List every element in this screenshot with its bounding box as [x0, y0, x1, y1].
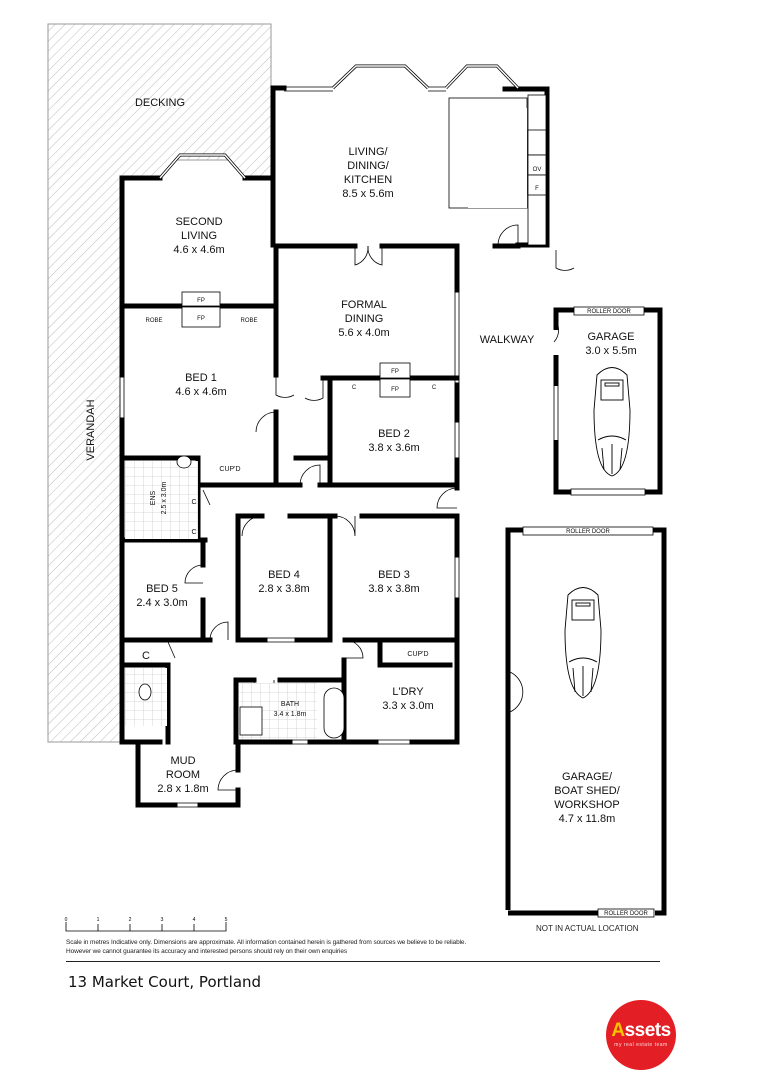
- logo-tagline: my real estate team: [614, 1042, 668, 1048]
- bathtub-icon: [323, 687, 345, 739]
- car-icon-2: [564, 587, 602, 699]
- workshop-window-2: [505, 785, 511, 822]
- roller-door-label-2: ROLLER DOOR: [566, 529, 610, 535]
- garage-bottom-opening: [570, 488, 646, 496]
- garage-label: GARAGE: [587, 331, 634, 343]
- bed2-size: 3.8 x 3.6m: [368, 442, 419, 454]
- formal-dining-size: 5.6 x 4.0m: [338, 327, 389, 339]
- fp-label-1: FP: [197, 298, 205, 304]
- scale-tick-0: 0: [65, 917, 68, 923]
- garage-window: [553, 386, 559, 440]
- roller-door-garage-top: [573, 306, 645, 316]
- workshop-size: 4.7 x 11.8m: [559, 813, 616, 825]
- workshop-label-3: WORKSHOP: [554, 799, 619, 811]
- verandah-label: VERANDAH: [85, 399, 97, 460]
- bath-label: BATH: [281, 701, 299, 708]
- bed4-size: 2.8 x 3.8m: [258, 583, 309, 595]
- fp-label-2: FP: [197, 316, 205, 322]
- mud-room-label-1: MUD: [170, 755, 195, 767]
- disclaimer-text: Scale in metres Indicative only. Dimensi…: [66, 939, 467, 955]
- assets-logo: Assets my real estate team: [606, 1000, 676, 1070]
- scale-tick-4: 4: [193, 917, 196, 923]
- ensuite-tiles: [125, 461, 198, 539]
- fridge-label: F: [535, 186, 539, 192]
- logo-word-rest: ssets: [624, 1020, 672, 1041]
- not-in-actual-location-note: NOT IN ACTUAL LOCATION: [536, 924, 639, 933]
- ens-size: 2.5 x 3.0m: [161, 481, 168, 514]
- second-living-label-2: LIVING: [181, 230, 217, 242]
- cupboard-label-hall: CUP'D: [219, 466, 240, 473]
- living-size: 8.5 x 5.6m: [342, 188, 393, 200]
- bed5-label: BED 5: [146, 583, 178, 595]
- formal-dining-label-1: FORMAL: [341, 299, 387, 311]
- car-icon: [593, 367, 631, 477]
- roller-door-label-1: ROLLER DOOR: [587, 309, 631, 315]
- divider: [66, 961, 660, 962]
- oven-label: OV: [533, 167, 542, 173]
- cupboard-label-wc: C: [142, 650, 150, 662]
- logo-letter-a: A: [611, 1020, 625, 1041]
- cupboard-label-bed2a: C: [352, 385, 357, 391]
- workshop-label-1: GARAGE/: [562, 771, 613, 783]
- robe-label-2: ROBE: [240, 318, 257, 324]
- bed1-size: 4.6 x 4.6m: [175, 386, 226, 398]
- toilet-icon-2: [138, 683, 152, 701]
- laundry-label: L'DRY: [392, 686, 424, 698]
- garage-size: 3.0 x 5.5m: [585, 345, 636, 357]
- workshop-label-2: BOAT SHED/: [554, 785, 621, 797]
- living-label-1: LIVING/: [348, 146, 388, 158]
- toilet-icon: [176, 455, 192, 469]
- bath-size: 3.4 x 1.8m: [274, 711, 307, 718]
- windows: [119, 64, 520, 808]
- workshop-window-1: [505, 550, 511, 628]
- shower-icon: [239, 706, 263, 736]
- living-label-2: DINING/: [347, 160, 390, 172]
- fp-label-3: FP: [391, 369, 399, 375]
- fp-label-4: FP: [391, 387, 399, 393]
- bed4-label: BED 4: [268, 569, 300, 581]
- scale-tick-5: 5: [225, 917, 228, 923]
- walkway-label: WALKWAY: [480, 334, 535, 346]
- scale-tick-1: 1: [97, 917, 100, 923]
- mud-room-size: 2.8 x 1.8m: [157, 783, 208, 795]
- scale-tick-3: 3: [161, 917, 164, 923]
- doors: [167, 224, 575, 791]
- second-living-size: 4.6 x 4.6m: [173, 244, 224, 256]
- bed1-label: BED 1: [185, 372, 217, 384]
- cupboard-label-ens1: C: [191, 499, 196, 506]
- bed3-size: 3.8 x 3.8m: [368, 583, 419, 595]
- decking-label: DECKING: [135, 97, 185, 109]
- scale-bar: [65, 922, 227, 932]
- roller-door-label-3: ROLLER DOOR: [604, 911, 648, 917]
- workshop-walls: [505, 527, 667, 916]
- cupboard-label-laundry: CUP'D: [407, 651, 428, 658]
- ens-label: ENS: [150, 490, 157, 505]
- robe-label-1: ROBE: [145, 318, 162, 324]
- second-living-label-1: SECOND: [175, 216, 222, 228]
- formal-dining-label-2: DINING: [345, 313, 384, 325]
- laundry-size: 3.3 x 3.0m: [382, 700, 433, 712]
- logo-wordmark: Assets: [611, 1020, 672, 1041]
- bed5-size: 2.4 x 3.0m: [136, 597, 187, 609]
- cupboard-label-ens2: C: [191, 529, 196, 536]
- built-ins: [181, 94, 547, 398]
- mud-room-label-2: ROOM: [166, 769, 200, 781]
- bed3-label: BED 3: [378, 569, 410, 581]
- cupboard-label-bed2b: C: [432, 385, 437, 391]
- living-label-3: KITCHEN: [344, 174, 392, 186]
- roller-door-workshop-top: [522, 526, 654, 536]
- garage-walls: [553, 307, 663, 495]
- property-address: 13 Market Court, Portland: [68, 973, 262, 991]
- bed2-label: BED 2: [378, 428, 410, 440]
- scale-tick-2: 2: [129, 917, 132, 923]
- roller-door-workshop-bottom: [597, 908, 655, 918]
